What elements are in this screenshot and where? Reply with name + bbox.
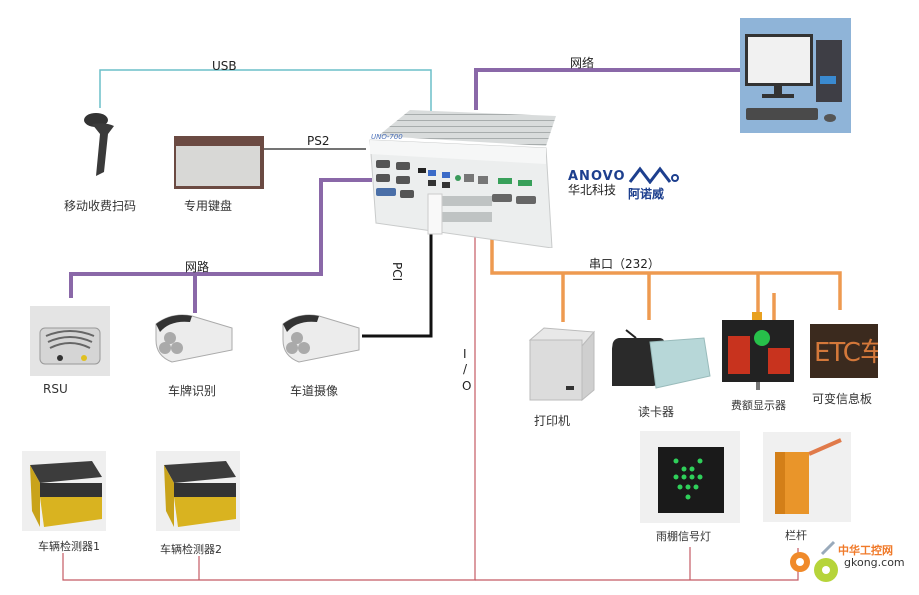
- io-label-3: O: [462, 379, 472, 393]
- brand-cn: 华北科技: [568, 183, 617, 197]
- io-label-1: I: [463, 347, 467, 361]
- brand-en: ANOVO: [568, 169, 626, 184]
- network-top-label: 网络: [570, 56, 595, 70]
- ps2-label: PS2: [307, 134, 330, 148]
- keyboard-panel-icon: [176, 146, 260, 186]
- plate-recognition-camera[interactable]: [152, 310, 236, 370]
- rsu-label: RSU: [43, 382, 68, 396]
- gkong-watermark: 中华工控网 gkong.com: [786, 540, 916, 588]
- io-label-2: /: [463, 362, 468, 376]
- industrial-controller[interactable]: UNO-700: [366, 108, 560, 249]
- scanner-device[interactable]: [82, 112, 122, 180]
- plate-recognition-label: 车牌识别: [168, 384, 217, 398]
- barrier-gate-icon: [775, 438, 842, 514]
- bullet-camera-icon: [282, 314, 360, 363]
- printer-icon: [528, 327, 596, 402]
- canopy-signal-light-label: 雨棚信号灯: [656, 530, 711, 543]
- pci-label: PCI: [390, 262, 404, 282]
- printer-label: 打印机: [534, 414, 571, 428]
- serial-label: 串口（232）: [589, 257, 660, 271]
- usb-wire: [99, 69, 432, 112]
- network-left-label: 网路: [185, 260, 210, 274]
- vehicle-detector-2[interactable]: [156, 451, 240, 531]
- network-wire-left: [69, 178, 372, 298]
- loop-detector-icon: [164, 461, 236, 527]
- pc-workstation[interactable]: [740, 18, 851, 133]
- usb-label: USB: [212, 59, 237, 73]
- loop-detector-icon: [30, 461, 102, 527]
- pci-wire: [362, 222, 433, 338]
- controller-model: UNO-700: [371, 133, 403, 141]
- bullet-camera-icon: [155, 314, 233, 363]
- controller-icon: [369, 110, 556, 249]
- card-reader-icon: [607, 329, 711, 389]
- vms-device[interactable]: ETC车道: [810, 324, 878, 378]
- io-wire: [62, 232, 476, 581]
- brand-logo: 阿诺威: [628, 166, 680, 201]
- watermark-cn: 中华工控网: [838, 544, 893, 557]
- io-wire-barrier: [475, 548, 799, 581]
- vms-label: 可变信息板: [812, 392, 873, 406]
- fee-display-label: 费额显示器: [731, 399, 786, 412]
- barrier-gate[interactable]: [763, 432, 851, 522]
- lane-camera[interactable]: [279, 310, 363, 370]
- barcode-scanner-icon: [84, 113, 114, 176]
- canopy-signal-light[interactable]: [640, 431, 740, 523]
- network-wire-top: [474, 68, 740, 110]
- vehicle-detector-1[interactable]: [22, 451, 106, 531]
- card-reader-device[interactable]: [607, 320, 712, 392]
- fee-display-device[interactable]: [722, 312, 794, 390]
- watermark-en: gkong.com: [844, 556, 905, 569]
- brand-anovo: ANOVO 华北科技: [568, 170, 626, 197]
- card-reader-label: 读卡器: [638, 405, 675, 419]
- rsu-antenna-icon: [39, 327, 101, 365]
- serial-wire: [490, 238, 842, 310]
- keyboard-label: 专用键盘: [184, 199, 233, 213]
- scanner-label: 移动收费扫码: [64, 199, 137, 213]
- desktop-computer-icon: [745, 34, 842, 122]
- anovo-logo-icon: [628, 166, 679, 185]
- keyboard-device[interactable]: [174, 136, 264, 189]
- lane-camera-label: 车道摄像: [290, 384, 339, 398]
- gear-icon: [790, 540, 838, 582]
- vms-text: ETC车道: [814, 338, 878, 368]
- brand-logo-text: 阿诺威: [628, 187, 665, 201]
- vehicle-detector-1-label: 车辆检测器1: [38, 540, 100, 553]
- fee-display-icon: [722, 312, 794, 390]
- printer-device[interactable]: [526, 324, 598, 404]
- vehicle-detector-2-label: 车辆检测器2: [160, 543, 222, 556]
- rsu-device[interactable]: [30, 306, 110, 376]
- barrier-label: 栏杆: [785, 529, 807, 542]
- signal-arrow-icon: [658, 447, 724, 513]
